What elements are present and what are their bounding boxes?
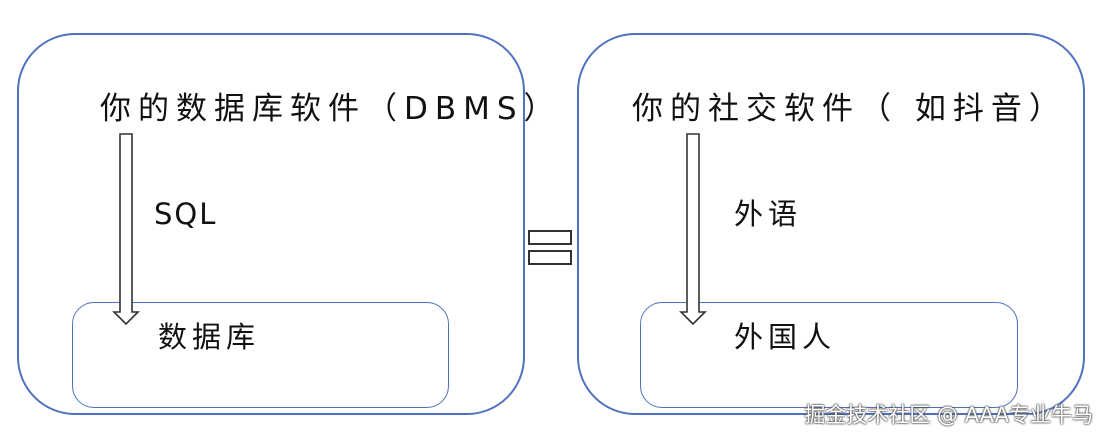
right-target-label: 外国人 bbox=[734, 320, 837, 354]
right-title: 你的社交软件（ 如抖音） bbox=[632, 91, 1067, 127]
equals-sign bbox=[528, 230, 572, 265]
right-inner-box bbox=[640, 302, 1018, 408]
left-target-label: 数据库 bbox=[158, 320, 261, 354]
right-arrow-label: 外语 bbox=[734, 197, 803, 231]
left-inner-box bbox=[72, 302, 449, 408]
watermark: 掘金技术社区 @ AAA专业牛马 bbox=[804, 403, 1093, 427]
left-title: 你的数据库软件（DBMS） bbox=[100, 91, 562, 127]
left-arrow-label: SQL bbox=[154, 197, 218, 231]
left-down-arrow bbox=[112, 133, 140, 326]
right-down-arrow bbox=[679, 133, 707, 326]
